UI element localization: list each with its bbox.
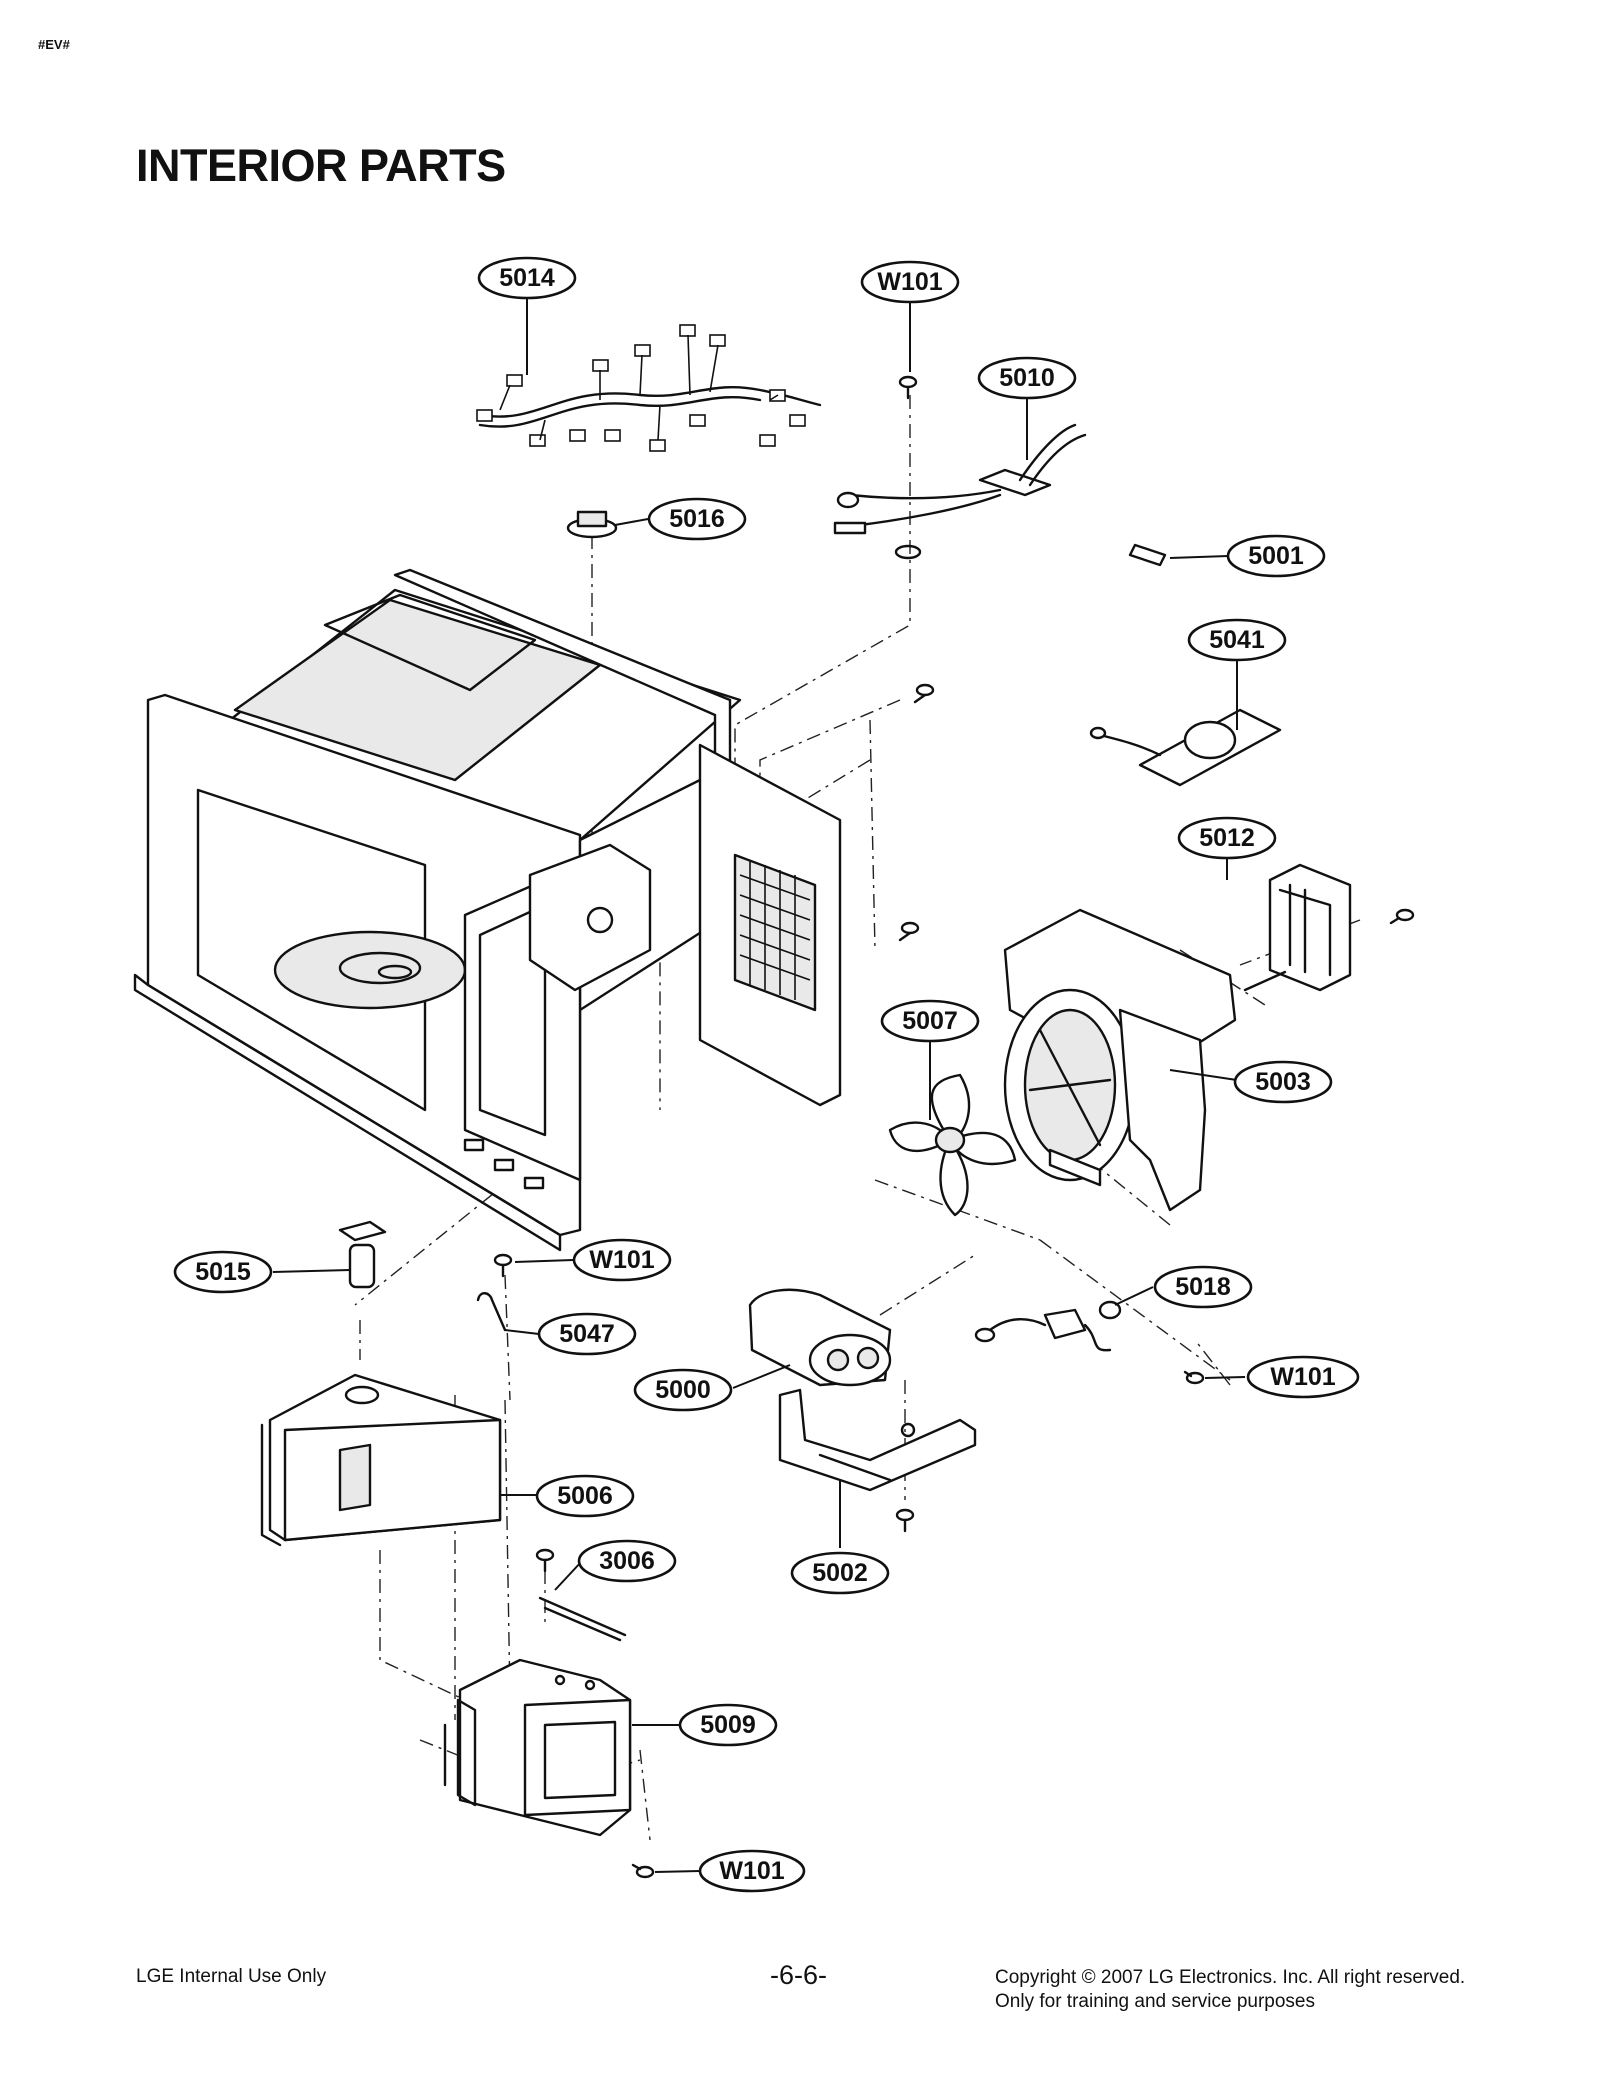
callout-5018: 5018 — [1153, 1265, 1253, 1309]
callout-w101-top: W101 — [860, 260, 960, 304]
callout-label: 5041 — [1209, 626, 1265, 654]
callout-label: 5000 — [655, 1376, 711, 1404]
air-duct-housing — [1003, 908, 1237, 1212]
callout-w101-bottom: W101 — [698, 1849, 806, 1893]
callout-label: 5007 — [902, 1007, 958, 1035]
callout-5041: 5041 — [1187, 618, 1287, 662]
callout-label: W101 — [1270, 1363, 1335, 1391]
callout-5012: 5012 — [1177, 816, 1277, 860]
page-title: INTERIOR PARTS — [136, 140, 506, 191]
callout-5007: 5007 — [880, 999, 980, 1043]
callout-label: 5047 — [559, 1320, 615, 1348]
callout-5047: 5047 — [537, 1312, 637, 1356]
callout-label: 5018 — [1175, 1273, 1231, 1301]
callout-label: 5012 — [1199, 824, 1255, 852]
noise-filter-board — [1089, 708, 1282, 787]
callout-label: 5009 — [700, 1711, 756, 1739]
copyright-line-1: Copyright © 2007 LG Electronics. Inc. Al… — [995, 1967, 1466, 1988]
wire-harness — [476, 324, 822, 452]
callout-label: 5015 — [195, 1258, 251, 1286]
callout-5016: 5016 — [647, 497, 747, 541]
fan-motor — [1243, 863, 1352, 992]
callout-5003: 5003 — [1233, 1060, 1333, 1104]
page-number: -6-6- — [770, 1960, 828, 1990]
callout-label: 5014 — [499, 264, 555, 292]
callout-5010: 5010 — [977, 356, 1077, 400]
footer-internal-notice: LGE Internal Use Only — [136, 1966, 327, 1987]
callout-5009: 5009 — [678, 1703, 778, 1747]
callout-5006: 5006 — [535, 1474, 635, 1518]
callout-label: W101 — [719, 1857, 784, 1885]
fuse-pin — [1128, 543, 1167, 567]
oven-cavity-chassis — [133, 568, 842, 1252]
document-tag: #EV# — [38, 37, 70, 52]
callout-label: 5010 — [999, 364, 1055, 392]
callout-label: W101 — [877, 268, 942, 296]
callout-label: W101 — [589, 1246, 654, 1274]
callout-5002: 5002 — [790, 1551, 890, 1595]
callout-label: 5001 — [1248, 542, 1304, 570]
copyright-line-2: Only for training and service purposes — [995, 1991, 1315, 2012]
callout-w101-mid-left: W101 — [572, 1238, 672, 1282]
thermal-fuse — [338, 1220, 387, 1289]
screws — [493, 375, 1415, 1879]
callout-label: 5016 — [669, 505, 725, 533]
power-cord — [833, 423, 1087, 560]
humidity-sensor — [974, 1300, 1122, 1352]
copyright-notice: Copyright © 2007 LG Electronics. Inc. Al… — [995, 1966, 1465, 2014]
callout-5015: 5015 — [173, 1250, 273, 1294]
callout-5000: 5000 — [633, 1368, 733, 1412]
callout-3006: 3006 — [577, 1539, 677, 1583]
magnetron — [443, 1658, 632, 1837]
fan-blade — [888, 1073, 1017, 1217]
capacitor-bracket — [778, 1388, 977, 1492]
callout-label: 5003 — [1255, 1068, 1311, 1096]
callout-label: 5002 — [812, 1559, 868, 1587]
callout-5001: 5001 — [1226, 534, 1326, 578]
thermostat — [566, 510, 618, 539]
callout-w101-mid-right: W101 — [1246, 1355, 1360, 1399]
callout-label: 5006 — [557, 1482, 613, 1510]
wire-3006 — [538, 1596, 627, 1642]
high-voltage-transformer — [260, 1373, 502, 1547]
spring — [476, 1292, 507, 1332]
callout-label: 3006 — [599, 1547, 655, 1575]
high-voltage-capacitor — [748, 1288, 892, 1387]
callout-5014: 5014 — [477, 256, 577, 300]
